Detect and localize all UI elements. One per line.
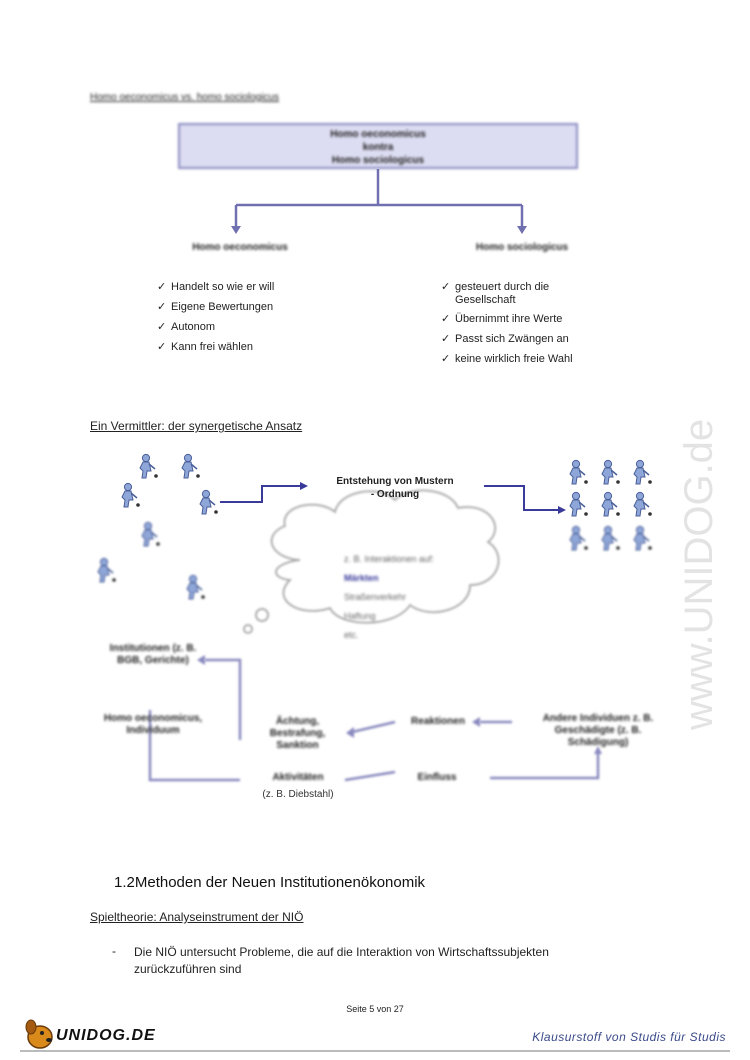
cloud-item: Märkten bbox=[344, 573, 379, 583]
list-item: ✓Passt sich Zwängen an bbox=[441, 333, 569, 345]
homo-compare-box: Homo oeconomicus kontra Homo sociologicu… bbox=[178, 123, 578, 169]
spieltheorie-heading: Spieltheorie: Analyseinstrument der NIÖ bbox=[90, 910, 304, 924]
section-number: 1.2 bbox=[114, 874, 135, 891]
unidog-logo[interactable]: UNIDOG.DE bbox=[22, 1015, 156, 1053]
check-icon: ✓ bbox=[441, 313, 451, 325]
homo-heading: Homo oeconomicus vs. homo sociologicus bbox=[90, 92, 279, 103]
check-icon: ✓ bbox=[441, 281, 451, 293]
list-item: ✓gesteuert durch die Gesellschaft bbox=[441, 281, 550, 306]
homo-right-title: Homo sociologicus bbox=[475, 242, 569, 253]
node-andere: Andere Individuen z. B. Geschädigte (z. … bbox=[542, 713, 654, 748]
node-einfluss: Einfluss bbox=[417, 772, 457, 783]
bullet-line: Die NIÖ untersucht Probleme, die auf die… bbox=[134, 945, 549, 959]
cloud-item: z. B. Interaktionen auf: bbox=[344, 554, 435, 564]
tagline: Klausurstoff von Studis für Studis bbox=[532, 1030, 726, 1044]
footer-rule bbox=[20, 1050, 730, 1052]
synergy-diagram bbox=[97, 453, 653, 782]
node-diebstahl: (z. B. Diebstahl) bbox=[262, 789, 334, 800]
check-icon: ✓ bbox=[157, 281, 167, 293]
ordered-individuals bbox=[569, 459, 653, 551]
node-reaktionen: Reaktionen bbox=[411, 716, 465, 727]
scattered-individuals bbox=[97, 453, 219, 600]
box-line-1: Homo oeconomicus bbox=[330, 129, 426, 140]
cloud-text: z. B. Interaktionen auf: Märkten Straßen… bbox=[344, 550, 434, 645]
bullet-line: zurückzuführen sind bbox=[134, 962, 242, 976]
list-item: ✓Eigene Bewertungen bbox=[157, 301, 274, 313]
logo-text: UNIDOG.DE bbox=[56, 1027, 156, 1044]
cloud-item: Straßenverkehr bbox=[344, 592, 407, 602]
cloud-item: etc. bbox=[344, 630, 359, 640]
watermark-label: www.UNIDOG.de bbox=[677, 419, 721, 731]
page-number: Seite 5 von 27 bbox=[346, 1004, 404, 1014]
pattern-label: Entstehung von Mustern - Ordnung bbox=[310, 475, 480, 501]
section-title: Methoden der Neuen Institutionenökonomik bbox=[134, 874, 426, 891]
dog-icon bbox=[25, 1019, 53, 1049]
homo-left-title: Homo oeconomicus bbox=[192, 242, 288, 253]
node-aktivitaeten: Aktivitäten bbox=[272, 772, 324, 783]
list-item: ✓Handelt so wie er will bbox=[157, 281, 275, 293]
synergy-heading: Ein Vermittler: der synergetische Ansatz bbox=[90, 419, 303, 433]
check-icon: ✓ bbox=[441, 353, 451, 365]
check-icon: ✓ bbox=[157, 341, 167, 353]
homo-left-list: ✓Handelt so wie er will ✓Eigene Bewertun… bbox=[157, 281, 397, 354]
bullet-text: Die NIÖ untersucht Probleme, die auf die… bbox=[134, 944, 604, 978]
box-line-3: Homo sociologicus bbox=[331, 155, 425, 166]
pattern-label-line-1: Entstehung von Mustern bbox=[336, 476, 454, 487]
list-item: ✓Kann frei wählen bbox=[157, 341, 253, 353]
homo-right-list: ✓gesteuert durch die Gesellschaft ✓Übern… bbox=[441, 281, 611, 366]
check-icon: ✓ bbox=[157, 301, 167, 313]
list-item: ✓keine wirklich freie Wahl bbox=[441, 353, 573, 365]
list-item: ✓Autonom bbox=[157, 321, 216, 333]
node-homo: Homo oeconomicus, Individuum bbox=[103, 713, 203, 736]
cloud-item: Haftung bbox=[344, 611, 376, 621]
watermark-text: www.UNIDOG.de bbox=[677, 419, 721, 731]
bullet-marker: - bbox=[112, 944, 116, 958]
node-aechtung: Ächtung, Bestrafung, Sanktion bbox=[269, 716, 326, 751]
node-institutionen: Institutionen (z. B. BGB, Gerichte) bbox=[109, 643, 197, 666]
list-item: ✓Übernimmt ihre Werte bbox=[441, 313, 563, 325]
check-icon: ✓ bbox=[157, 321, 167, 333]
thought-cloud bbox=[243, 489, 500, 634]
check-icon: ✓ bbox=[441, 333, 451, 345]
pattern-label-line-2: - Ordnung bbox=[370, 489, 420, 500]
homo-connector-arrows bbox=[231, 169, 527, 234]
box-line-2: kontra bbox=[362, 142, 394, 153]
section-heading: 1.2Methoden der Neuen Institutionenökono… bbox=[114, 874, 425, 891]
